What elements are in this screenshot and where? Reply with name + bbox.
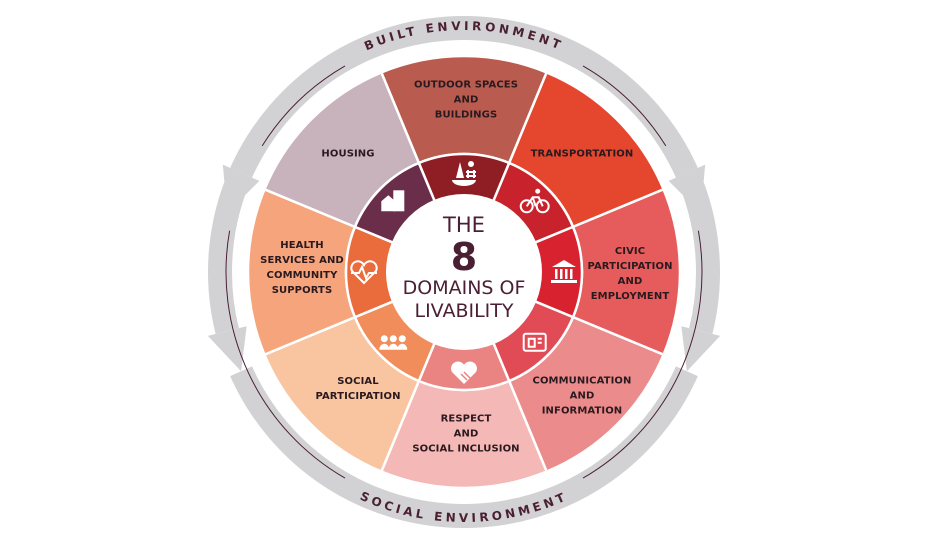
domain-label-housing: HOUSING: [321, 148, 375, 160]
domain-label-transportation: TRANSPORTATION: [530, 148, 634, 160]
right-band: [675, 167, 720, 334]
built-environment-band: [230, 16, 698, 178]
center-number: 8: [450, 235, 478, 279]
tablet-icon: [522, 332, 547, 352]
center-line-the: THE: [443, 213, 485, 237]
center-line-domains: DOMAINS OF: [402, 277, 526, 299]
arrow-left-lower-icon: [207, 326, 247, 372]
bicycle-icon: [519, 188, 550, 214]
domain-label-health-services: HEALTH SERVICES AND COMMUNITY SUPPORTS: [260, 240, 344, 296]
government-building-icon: [551, 260, 577, 283]
divider-line: [582, 65, 667, 147]
domain-label-social-participation: SOCIAL PARTICIPATION: [315, 376, 401, 402]
domain-label-communication: COMMUNICATION AND INFORMATION: [532, 375, 632, 417]
center-circle: [386, 194, 542, 350]
left-band: [207, 167, 253, 334]
heart-pulse-icon: [350, 260, 378, 285]
center-title: THE 8 DOMAINS OF LIVABILITY: [403, 213, 526, 323]
arrow-right-lower-icon: [681, 326, 721, 372]
center-line-livability: LIVABILITY: [414, 300, 514, 322]
heart-handshake-icon: [451, 361, 477, 384]
domain-label-outdoor-spaces: OUTDOOR SPACES AND BUILDINGS: [413, 79, 519, 121]
social-environment-band: [230, 366, 698, 528]
domain-label-civic-participation: CIVIC PARTICIPATION AND EMPLOYMENT: [587, 246, 673, 302]
domain-icons: [350, 161, 577, 384]
arrow-right-down-icon: [668, 164, 706, 213]
divider-line: [582, 230, 703, 479]
environment-ring: [207, 16, 721, 528]
divider-line: [225, 230, 346, 479]
domain-label-respect: RESPECT AND SOCIAL INCLUSION: [412, 413, 520, 455]
divider-line: [261, 65, 346, 147]
people-group-icon: [379, 335, 408, 350]
house-building-icon: [381, 190, 405, 212]
park-icon: [452, 161, 476, 186]
arrow-left-down-icon: [222, 164, 260, 213]
